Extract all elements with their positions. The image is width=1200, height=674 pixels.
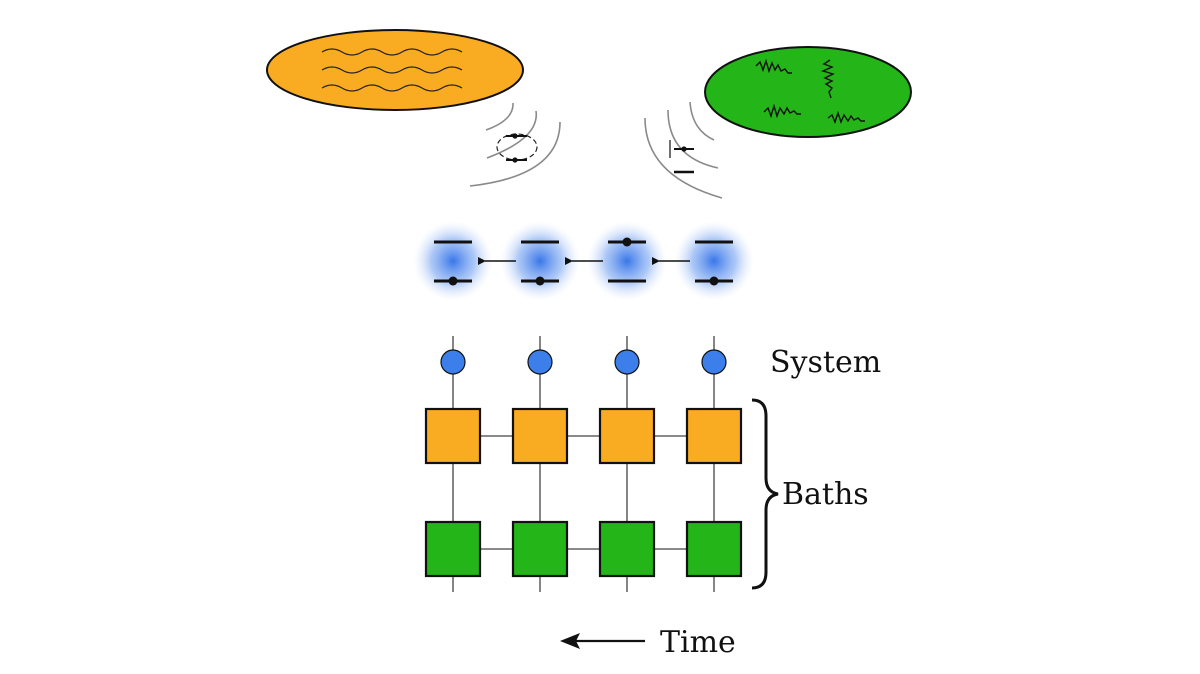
time-arrow-head [560, 633, 580, 649]
emitter-glow [500, 221, 580, 301]
population-dot [709, 276, 719, 286]
bath-1-wave [321, 48, 463, 56]
bath-2-coupling [644, 101, 723, 199]
bath-2-noise [755, 58, 792, 74]
level-dot [512, 157, 518, 163]
bath-1-tensor [598, 407, 656, 465]
funnel-line [485, 102, 514, 131]
bath-2-noise [763, 103, 801, 119]
virtual-loop [496, 133, 538, 161]
population-dot [448, 276, 458, 286]
bath-2-tensor [511, 520, 569, 578]
system-site [440, 349, 466, 375]
bath-1-wave [321, 84, 463, 92]
funnel-line [644, 117, 723, 199]
system-site [527, 349, 553, 375]
funnel-line [469, 121, 561, 187]
population-dot [535, 276, 545, 286]
baths-label: Baths [782, 477, 869, 512]
bath-2-noise [820, 59, 835, 99]
population-dot [622, 237, 632, 247]
bath-1-coupling [469, 102, 561, 187]
bath-1-tensor [424, 407, 482, 465]
emitter-chain [413, 221, 754, 301]
system-site [701, 349, 727, 375]
bath-1-reservoir [266, 29, 524, 111]
emitter-glow [674, 221, 754, 301]
bath-2-reservoir [704, 46, 912, 138]
bath-1-wave [321, 66, 463, 74]
bath-2-ellipse [704, 46, 912, 138]
level-dot [681, 146, 687, 152]
funnel-line [689, 101, 715, 141]
system-label: System [770, 345, 881, 380]
bath-1-tensor [685, 407, 743, 465]
time-arrow [560, 633, 645, 649]
time-label: Time [660, 625, 736, 660]
bath-2-tensor [424, 520, 482, 578]
bath-2-tensor [598, 520, 656, 578]
level-dot [512, 133, 518, 139]
emitter-glow [587, 221, 667, 301]
system-site [614, 349, 640, 375]
tensor-network [424, 336, 743, 592]
bath-2-tensor [685, 520, 743, 578]
bath-1-ellipse [266, 29, 524, 111]
bath-2-noise [827, 110, 865, 124]
baths-brace [751, 398, 779, 590]
emitter-glow [413, 221, 493, 301]
bath-1-tensor [511, 407, 569, 465]
